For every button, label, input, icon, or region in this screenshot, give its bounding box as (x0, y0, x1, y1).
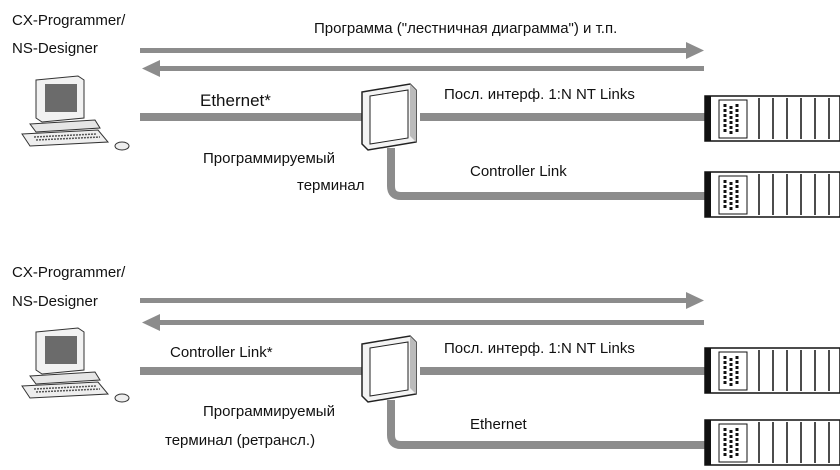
pc-network-label: Ethernet* (200, 91, 271, 110)
lower-link-line (387, 400, 705, 449)
top-diagram-graphics (21, 42, 840, 218)
plc-rack-icon (704, 419, 840, 466)
plc-rack-icon (704, 95, 840, 142)
terminal-label-line1: Программируемый (203, 150, 335, 167)
software-name-line1: CX-Programmer/ (12, 264, 126, 281)
programmable-terminal-icon (361, 83, 417, 151)
bottom-diagram-graphics (21, 292, 840, 466)
diagram-panel-bottom: CX-Programmer/ NS-Designer Controller Li… (0, 240, 840, 470)
transfer-arrow-left (142, 60, 704, 77)
upper-link-line (420, 367, 705, 375)
terminal-label-line1: Программируемый (203, 403, 335, 420)
pc-network-label: Controller Link* (170, 344, 273, 361)
arrow-caption: Программа ("лестничная диаграмма") и т.п… (314, 20, 618, 37)
software-name-line2: NS-Designer (12, 293, 98, 310)
transfer-arrow-left (142, 314, 704, 331)
upper-link-label: Посл. интерф. 1:N NT Links (444, 340, 635, 357)
transfer-arrow-right (140, 42, 704, 59)
lower-link-label: Ethernet (470, 416, 527, 433)
plc-rack-icon (704, 347, 840, 394)
software-name-line2: NS-Designer (12, 40, 98, 57)
diagram-panel-top: CX-Programmer/ NS-Designer Программа ("л… (0, 0, 840, 230)
programmable-terminal-icon (361, 335, 417, 403)
pc-network-line (140, 113, 375, 121)
terminal-label-line2: терминал (297, 177, 365, 194)
desktop-computer-icon (21, 75, 130, 151)
lower-link-line (387, 148, 705, 200)
plc-rack-icon (704, 171, 840, 218)
pc-network-line (140, 367, 375, 375)
upper-link-line (420, 113, 705, 121)
lower-link-label: Controller Link (470, 163, 567, 180)
upper-link-label: Посл. интерф. 1:N NT Links (444, 86, 635, 103)
transfer-arrow-right (140, 292, 704, 309)
software-name-line1: CX-Programmer/ (12, 12, 126, 29)
desktop-computer-icon (21, 327, 130, 403)
terminal-label-line2: терминал (ретрансл.) (165, 432, 316, 449)
